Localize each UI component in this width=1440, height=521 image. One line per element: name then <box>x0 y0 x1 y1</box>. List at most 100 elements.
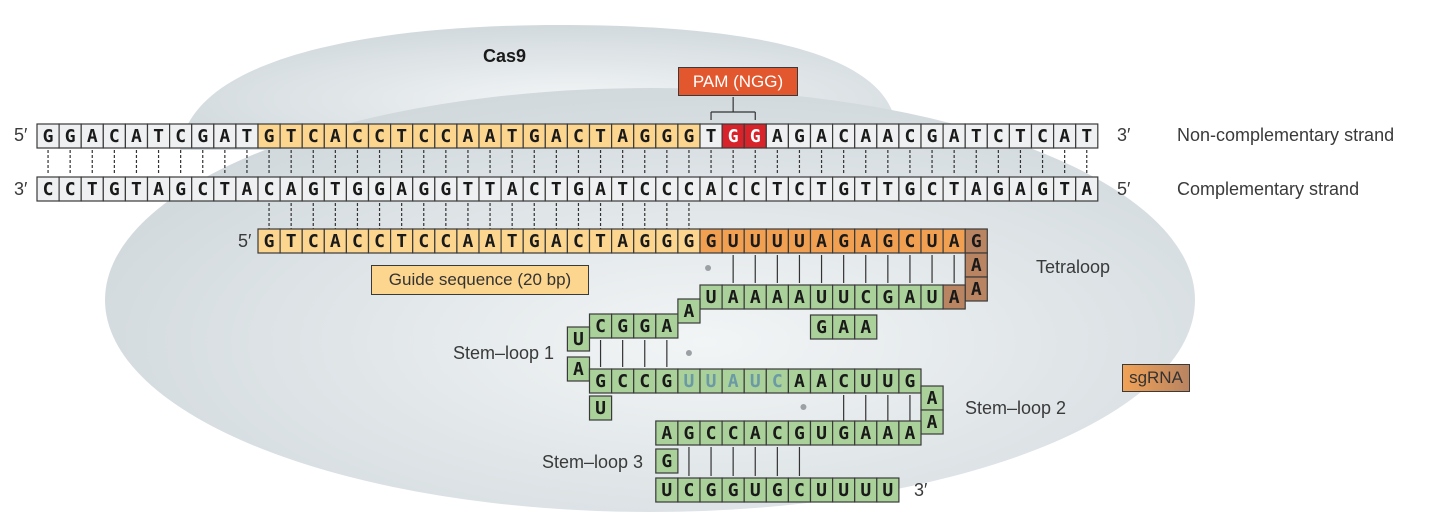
stem1-top-2: G <box>633 313 657 339</box>
c-base-30: A <box>699 176 723 202</box>
svg-text:A: A <box>573 359 584 380</box>
svg-text:G: G <box>109 179 120 200</box>
stem1-bottom-2: C <box>633 368 657 394</box>
svg-text:G: G <box>971 231 982 252</box>
svg-text:C: C <box>308 231 319 252</box>
svg-text:G: G <box>639 316 650 337</box>
svg-text:T: T <box>860 179 871 200</box>
svg-text:U: U <box>684 371 695 392</box>
nc-base-45: C <box>1030 123 1055 149</box>
svg-text:C: C <box>794 179 805 200</box>
svg-text:G: G <box>684 423 695 444</box>
svg-text:A: A <box>882 126 893 147</box>
svg-text:G: G <box>1037 179 1048 200</box>
nc-base-27: G <box>633 123 657 149</box>
svg-text:A: A <box>463 231 474 252</box>
five-prime-top-left: 5′ <box>14 125 28 145</box>
wobble-dot-3 <box>800 404 807 410</box>
svg-text:T: T <box>463 179 474 200</box>
nc-base-7: G <box>191 123 215 149</box>
wobble-dot-1 <box>705 265 712 271</box>
svg-text:G: G <box>308 179 319 200</box>
c-base-45: G <box>1030 176 1055 202</box>
stem2-3p-1: G <box>677 420 701 446</box>
stem1-top-0: C <box>588 313 613 339</box>
svg-text:A: A <box>617 231 628 252</box>
svg-text:A: A <box>728 287 739 308</box>
anti-repeat-4: A <box>942 284 966 310</box>
svg-text:C: C <box>772 371 783 392</box>
svg-text:G: G <box>750 126 761 147</box>
svg-text:U: U <box>816 287 827 308</box>
c-base-25: A <box>588 176 613 202</box>
sg-guide-6: T <box>390 228 414 254</box>
c-base-23: T <box>544 176 568 202</box>
nc-base-11: T <box>279 123 303 149</box>
c-base-9: A <box>235 176 259 202</box>
svg-text:G: G <box>374 179 385 200</box>
sg-repeat-11: A <box>942 228 966 254</box>
svg-text:U: U <box>661 480 672 501</box>
c-base-16: A <box>390 176 414 202</box>
svg-text:C: C <box>440 231 451 252</box>
svg-text:C: C <box>197 179 208 200</box>
anti-repeat-3: U <box>920 284 944 310</box>
svg-text:A: A <box>1015 179 1026 200</box>
c-base-31: C <box>721 176 745 202</box>
nc-base-38: A <box>876 123 900 149</box>
svg-text:G: G <box>772 480 783 501</box>
linker-2-2: A <box>721 368 745 394</box>
svg-text:G: G <box>927 126 938 147</box>
sg-guide-4: C <box>345 228 370 254</box>
svg-text:A: A <box>971 179 982 200</box>
svg-text:T: T <box>1081 126 1092 147</box>
nc-base-20: A <box>478 123 502 149</box>
svg-text:C: C <box>728 179 739 200</box>
svg-text:A: A <box>330 231 341 252</box>
c-base-35: T <box>809 176 834 202</box>
sg-repeat-9: C <box>898 228 922 254</box>
svg-text:T: T <box>330 179 341 200</box>
svg-text:A: A <box>794 287 805 308</box>
sg-guide-18: G <box>655 228 679 254</box>
svg-text:A: A <box>949 287 960 308</box>
svg-text:A: A <box>219 126 230 147</box>
nc-base-13: A <box>323 123 347 149</box>
svg-text:G: G <box>728 126 739 147</box>
c-base-40: C <box>920 176 944 202</box>
c-base-28: C <box>655 176 679 202</box>
svg-text:A: A <box>485 126 496 147</box>
c-base-43: G <box>986 176 1010 202</box>
svg-text:G: G <box>43 126 54 147</box>
svg-text:T: T <box>617 179 628 200</box>
svg-text:A: A <box>971 279 982 300</box>
guide-sequence-label: Guide sequence (20 bp) <box>371 265 589 295</box>
svg-text:C: C <box>529 179 540 200</box>
svg-text:A: A <box>507 179 518 200</box>
svg-text:C: C <box>1037 126 1048 147</box>
nc-base-15: C <box>367 123 392 149</box>
svg-text:C: C <box>772 423 783 444</box>
svg-text:A: A <box>595 179 606 200</box>
c-base-22: C <box>522 176 546 202</box>
nc-base-30: T <box>699 123 723 149</box>
svg-text:G: G <box>882 287 893 308</box>
tail-0: U <box>655 477 679 503</box>
anti-repeat-2-0: U <box>699 284 723 310</box>
svg-text:A: A <box>860 126 871 147</box>
svg-text:T: T <box>286 126 297 147</box>
svg-text:A: A <box>286 179 297 200</box>
svg-text:U: U <box>750 480 761 501</box>
svg-text:C: C <box>661 179 672 200</box>
sg-repeat-2: U <box>743 228 767 254</box>
nc-base-43: C <box>986 123 1010 149</box>
stem1-u: U <box>588 395 613 421</box>
c-base-19: T <box>456 176 480 202</box>
sgrna-legend: sgRNA <box>1122 364 1190 392</box>
c-base-37: T <box>854 176 878 202</box>
five-prime-sgrna: 5′ <box>238 231 252 251</box>
svg-text:U: U <box>882 480 893 501</box>
sg-guide-10: A <box>478 228 502 254</box>
